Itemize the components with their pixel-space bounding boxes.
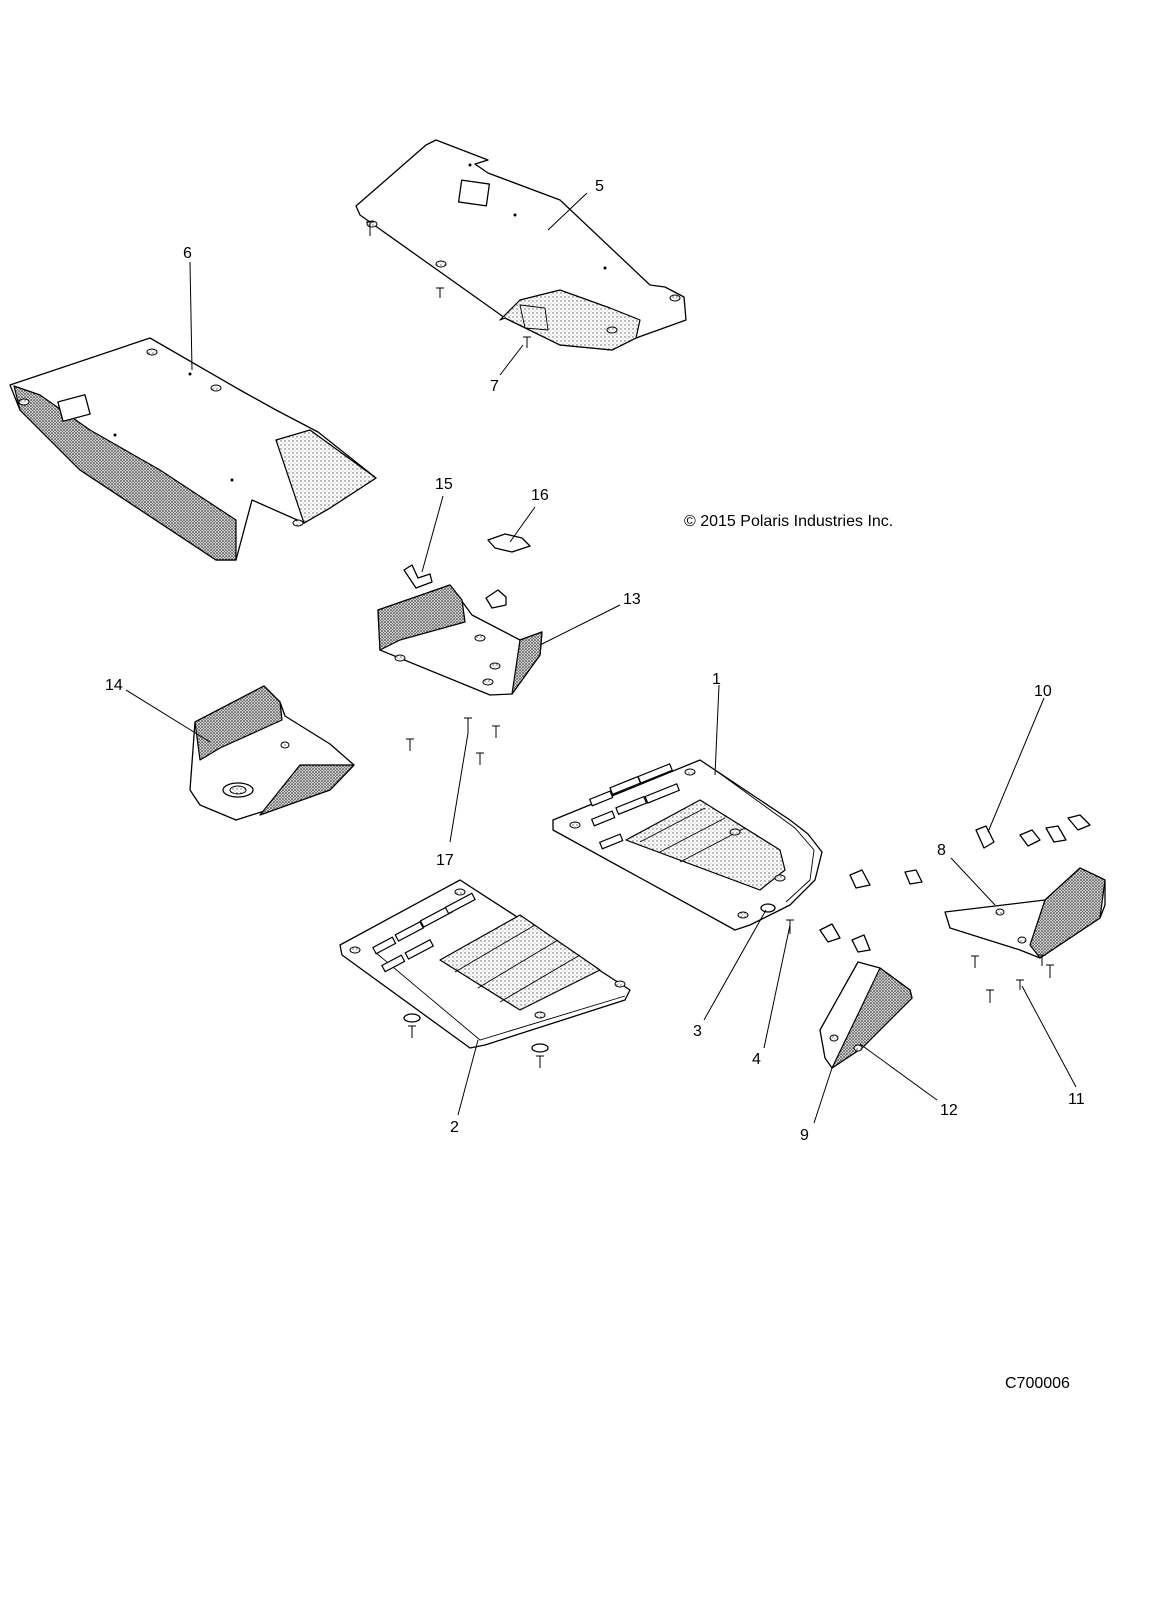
part-6-skid-plate [9,337,377,561]
callout-1: 1 [712,671,721,688]
part-5-skid-plate [355,139,687,351]
part-15-clamp [403,564,433,589]
part-9-guard [819,961,913,1069]
callout-2: 2 [450,1119,459,1136]
callout-8: 8 [937,842,946,859]
callout-7: 7 [490,378,499,395]
part-2-floor-plate [339,879,631,1049]
part-2-fasteners [403,1013,549,1068]
part-17-screws [406,717,500,765]
part-10-clamps [819,814,1091,953]
part-13-guard [377,584,543,696]
part-1-floor-plate [552,759,823,931]
part-11-fasteners [971,954,1054,1003]
callout-17: 17 [436,852,454,869]
part-14-guard [189,685,355,821]
callout-13: 13 [623,591,641,608]
part-16-clamp [485,533,531,609]
drawing-code: C700006 [1005,1375,1070,1392]
callout-14: 14 [105,677,123,694]
part-7-screws [366,221,531,348]
part-8-guard [944,867,1106,959]
callout-5: 5 [595,178,604,195]
callout-4: 4 [752,1051,761,1068]
callout-11: 11 [1068,1091,1085,1108]
part-1-slots [588,763,681,850]
callout-12: 12 [940,1102,958,1119]
callout-15: 15 [435,476,453,493]
part-2-slots [372,892,476,973]
callout-10: 10 [1034,683,1052,700]
callout-6: 6 [183,245,192,262]
leader-lines [125,192,1077,1124]
callout-3: 3 [693,1023,702,1040]
callout-16: 16 [531,487,549,504]
callout-9: 9 [800,1127,809,1144]
copyright-notice: © 2015 Polaris Industries Inc. [684,513,893,530]
